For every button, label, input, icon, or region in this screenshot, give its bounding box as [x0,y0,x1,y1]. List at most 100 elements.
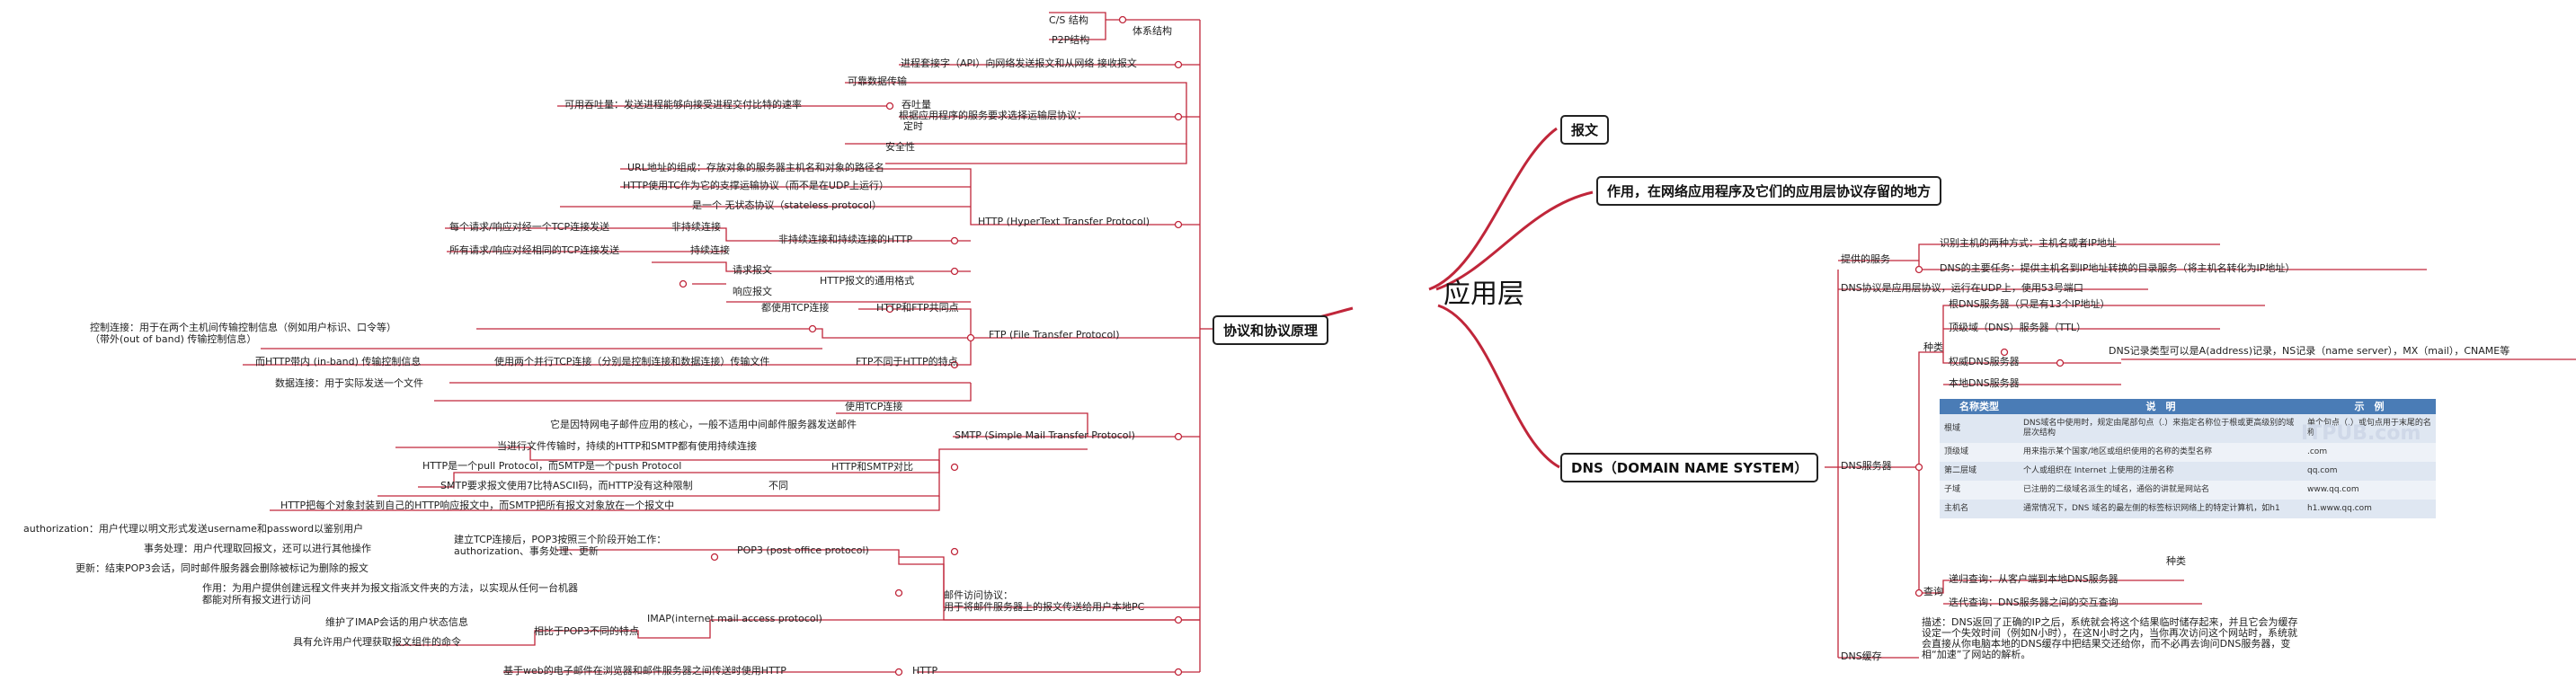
table-cell: www.qq.com [2303,481,2436,500]
smtp-d2: SMTP要求报文使用7比特ASCII码，而HTTP没有这种限制 [440,480,693,491]
pop3-label: POP3 (post office protocol) [737,544,869,556]
dns-cache-note-1: 描述：DNS返回了正确的IP之后，系统就会将这个结果临时储存起来，并且它会为缓存 [1922,616,2298,628]
imap-role1: 作用：为用户提供创建远程文件夹并为报文指派文件夹的方法，以实现从任何一台机器 [202,582,578,594]
table-cell: 主机名 [1940,500,2019,518]
ftp-data: 数据连接：用于实际发送一个文件 [275,377,423,389]
timing-label: 定时 [903,120,923,132]
http-persist-group: 非持续连接和持续连接的HTTP [778,234,913,245]
dns-tld: 顶级域（DNS）服务器（TTL） [1949,322,2087,333]
branch-dns[interactable]: DNS（DOMAIN NAME SYSTEM） [1560,453,1819,482]
arch-cs: C/S 结构 [1049,14,1088,26]
http-persist-note: 所有请求/响应对经相同的TCP连接发送 [449,244,620,256]
table-cell: h1.www.qq.com [2303,500,2436,518]
dns-query-label: 查询 [1923,586,1943,597]
http-url: URL地址的组成：存放对象的服务器主机名和对象的路径名 [627,162,884,173]
ftp-common: HTTP和FTP共同点 [876,302,959,314]
http-nonpersist: 非持续连接 [671,221,721,233]
imap-diff: 相比于POP3不同的特点 [534,625,639,637]
smtp-d3: HTTP把每个对象封装到自己的HTTP响应报文中，而SMTP把所有报文对象放在一… [280,500,675,511]
dns-root: 根DNS服务器（只是有13个IP地址） [1949,298,2110,310]
dns-cache-note-2: 设定一个失效时间（例如N小时），在这N小时之内，当你再次访问这个网站时，系统就 [1922,627,2297,639]
reliable-label: 可靠数据传输 [848,75,907,87]
dns-auth: 权威DNS服务器 [1949,356,2020,367]
table-row: 主机名 通常情况下，DNS 域名的最左侧的标签标识网络上的特定计算机，如h1 h… [1940,500,2436,518]
table-cell: 单个句点（.）或句点用于末尾的名称 [2303,414,2436,443]
table-cell: 第二层域 [1940,462,2019,481]
dns-udp: DNS协议是应用层协议，运行在UDP上，使用53号端口 [1841,282,2083,294]
dns-cache-note-4: 相“加速”了网站的解析。 [1922,649,2031,660]
pop3-txn: 事务处理：用户代理取回报文，还可以进行其他操作 [144,543,371,554]
center-topic[interactable]: 应用层 [1443,279,1524,310]
ftp-control2: （带外(out of band) 传输控制信息） [90,333,257,345]
smtp-compare: HTTP和SMTP对比 [831,461,913,473]
smtp-core: 它是因特网电子邮件应用的核心，一般不适用中间邮件服务器发送邮件 [550,419,857,430]
dns-query-1: 递归查询：从客户端到本地DNS服务器 [1949,573,2119,585]
http-tcp: HTTP使用TC作为它的支撑运输协议（而不是在UDP上运行） [623,180,890,191]
table-cell: 顶级域 [1940,443,2019,462]
imap-d2: 具有允许用户代理获取报文组件的命令 [293,636,461,648]
http-response: 响应报文 [733,286,772,297]
mail-label2: 用于将邮件服务器上的报文传送给用户本地PC [944,601,1145,613]
ftp-parallel: 使用两个并行TCP连接（分别是控制连接和数据连接）传输文件 [494,356,770,367]
table-cell: 个人或组织在 Internet 上使用的注册名称 [2019,462,2303,481]
http-label: HTTP (HyperText Transfer Protocol) [978,216,1150,227]
table-row: 顶级域 用来指示某个国家/地区或组织使用的名称的类型名称 .com [1940,443,2436,462]
dns-kinds: 种类 [1923,341,1943,353]
smtp-d1: HTTP是一个pull Protocol，而SMTP是一个push Protoc… [422,460,682,472]
table-cell: 通常情况下，DNS 域名的最左侧的标签标识网络上的特定计算机，如h1 [2019,500,2303,518]
dns-servers-label: DNS服务器 [1841,460,1892,472]
smtp-tcp: 使用TCP连接 [845,401,903,412]
http-request: 请求报文 [733,264,772,276]
table-cell: 根域 [1940,414,2019,443]
table-row: 根域 DNS域名中使用时，规定由尾部句点（.）来指定名称位于根或更高级别的域层次… [1940,414,2436,443]
pop3-auth: authorization：用户代理以明文形式发送username和passwo… [23,523,364,535]
ftp-diff: FTP不同于HTTP的特点 [856,356,958,367]
branch-protocols[interactable]: 协议和协议原理 [1212,315,1329,345]
ftp-inband: 而HTTP带内 (in-band) 传输控制信息 [255,356,422,367]
mail-label1: 邮件访问协议： [944,589,1013,601]
branch-purpose[interactable]: 作用，在网络应用程序及它们的应用层协议存留的地方 [1596,176,1942,206]
imap-d1: 维护了IMAP会话的用户状态信息 [325,616,468,628]
imap-role2: 都能对所有报文进行访问 [202,594,311,606]
transport-label: 根据应用程序的服务要求选择运输层协议： [899,110,1087,121]
arch-label: 体系结构 [1133,25,1172,37]
table-header-example: 示 例 [2303,399,2436,414]
ftp-control1: 控制连接：用于在两个主机间传输控制信息（例如用户标识、口令等） [90,322,396,333]
http-format: HTTP报文的通用格式 [820,275,915,287]
table-cell: 用来指示某个国家/地区或组织使用的名称的类型名称 [2019,443,2303,462]
table-header-desc: 说 明 [2019,399,2303,414]
table-header-type: 名称类型 [1940,399,2019,414]
branch-message[interactable]: 报文 [1560,115,1610,145]
ftp-common-note: 都使用TCP连接 [761,302,830,314]
table-row: 子域 已注册的二级域名派生的域名，通俗的讲就是网站名 www.qq.com [1940,481,2436,500]
mail-http-note: 基于web的电子邮件在浏览器和邮件服务器之间传送时使用HTTP [503,665,786,677]
dns-cache-note-3: 会直接从你电脑本地的DNS缓存中把结果交还给你，而不必再去询问DNS服务器，变 [1922,638,2291,650]
table-cell: 已注册的二级域名派生的域名，通俗的讲就是网站名 [2019,481,2303,500]
throughput-note: 可用吞吐量：发送进程能够向接受进程交付比特的速率 [564,99,802,111]
smtp-c1: 当进行文件传输时，持续的HTTP和SMTP都有使用持续连接 [497,440,757,452]
pop3-stages1: 建立TCP连接后，POP3按照三个阶段开始工作： [454,534,667,545]
dns-local: 本地DNS服务器 [1949,377,2020,389]
table-cell: qq.com [2303,462,2436,481]
http-stateless: 是一个 无状态协议（stateless protocol） [692,199,883,211]
smtp-label: SMTP (Simple Mail Transfer Protocol) [955,429,1135,441]
table-cell: .com [2303,443,2436,462]
arch-p2p: P2P结构 [1052,34,1090,46]
dns-services-2: DNS的主要任务：提供主机名到IP地址转换的目录服务（将主机名转化为IP地址） [1940,262,2296,274]
mail-http: HTTP [912,665,938,677]
dns-services-label: 提供的服务 [1841,253,1890,265]
table-row: 第二层域 个人或组织在 Internet 上使用的注册名称 qq.com [1940,462,2436,481]
dns-table-caption: 种类 [2166,555,2186,567]
dns-services-1: 识别主机的两种方式：主机名或者IP地址 [1940,237,2117,249]
pop3-update: 更新：结束POP3会话，同时邮件服务器会删除被标记为删除的报文 [76,562,369,574]
dns-domain-table: 名称类型 说 明 示 例 根域 DNS域名中使用时，规定由尾部句点（.）来指定名… [1940,399,2436,518]
dns-cache-label: DNS缓存 [1841,650,1882,662]
pop3-stages2: authorization、事务处理、更新 [454,545,599,557]
http-nonpersist-note: 每个请求/响应对经一个TCP连接发送 [449,221,610,233]
watermark-logo: ITPUB.com [2301,422,2421,445]
smtp-diff: 不同 [768,480,788,491]
table-cell: 子域 [1940,481,2019,500]
dns-query-2: 迭代查询：DNS服务器之间的交互查询 [1949,597,2119,608]
throughput-label: 吞吐量 [902,99,931,111]
